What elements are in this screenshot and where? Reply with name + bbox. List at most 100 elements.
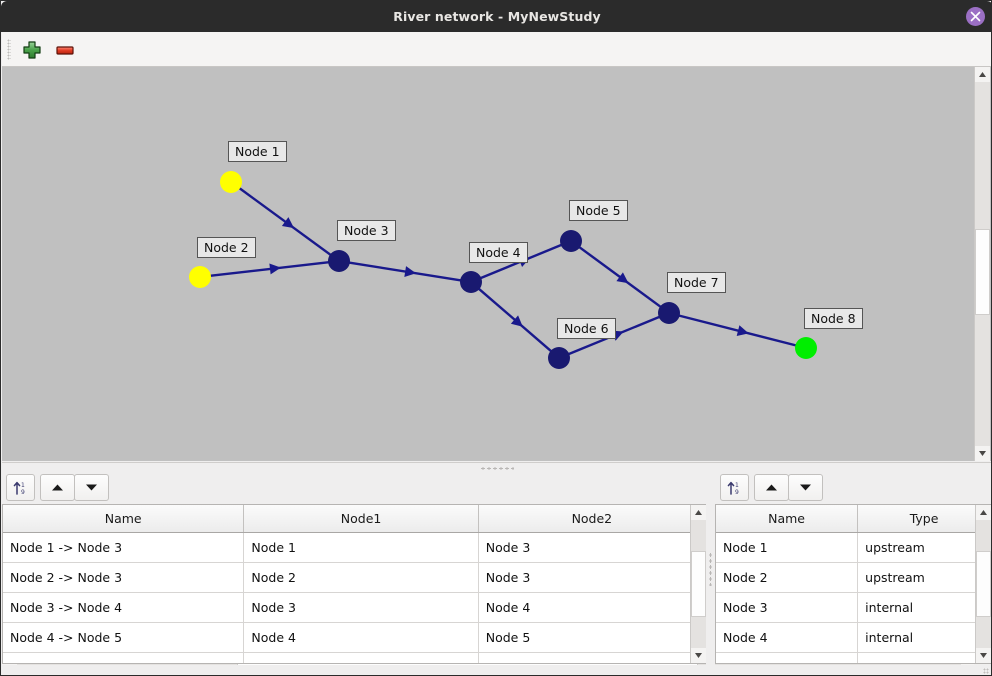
- reaches-move-down-icon[interactable]: [74, 474, 109, 501]
- table-cell[interactable]: Node 4 -> Node 5: [3, 622, 245, 653]
- delete-node-icon[interactable]: [53, 38, 77, 62]
- graph-node-label[interactable]: Node 3: [337, 220, 396, 241]
- graph-scroll-down-icon[interactable]: [975, 446, 990, 461]
- reaches-vscroll-thumb[interactable]: [691, 551, 706, 617]
- graph-edge-arrow-icon: [510, 315, 523, 327]
- column-header[interactable]: Name: [3, 505, 245, 533]
- table-cell[interactable]: internal: [857, 622, 991, 653]
- nodes-sort-icon[interactable]: 1 9: [720, 474, 749, 501]
- toolbar-grip[interactable]: [7, 39, 11, 60]
- graph-node-label[interactable]: Node 4: [469, 242, 528, 263]
- reaches-toolbar: 1 9: [2, 472, 707, 502]
- table-cell-empty[interactable]: [478, 652, 706, 663]
- table-cell[interactable]: Node 4: [243, 622, 479, 653]
- nodes-vertical-scrollbar[interactable]: [975, 505, 991, 663]
- graph-edge-arrow-icon: [281, 217, 295, 229]
- graph-node-label[interactable]: Node 5: [569, 200, 628, 221]
- vertical-splitter[interactable]: [706, 472, 715, 665]
- table-cell[interactable]: Node 1 -> Node 3: [3, 532, 245, 563]
- nodes-vscroll-thumb[interactable]: [976, 551, 991, 617]
- table-cell-empty[interactable]: [857, 652, 991, 663]
- resize-grip-icon[interactable]: [983, 668, 989, 674]
- column-header[interactable]: Name: [716, 505, 859, 533]
- add-node-icon[interactable]: [20, 38, 44, 62]
- horizontal-splitter[interactable]: [2, 462, 991, 472]
- table-row-empty[interactable]: [716, 652, 991, 663]
- table-cell-empty[interactable]: [243, 652, 479, 663]
- network-graph-canvas[interactable]: Node 1 Node 2 Node 3 Node 4 Node 5 Node 6 Node…: [2, 67, 991, 461]
- reaches-scroll-down-icon[interactable]: [691, 648, 706, 663]
- graph-edge[interactable]: [348, 261, 462, 282]
- graph-node-label[interactable]: Node 1: [228, 141, 287, 162]
- graph-node[interactable]: [189, 266, 211, 288]
- table-cell[interactable]: upstream: [857, 562, 991, 593]
- graph-node[interactable]: [795, 337, 817, 359]
- graph-node[interactable]: [220, 171, 242, 193]
- reaches-move-up-icon[interactable]: [40, 474, 75, 501]
- window-title: River network - MyNewStudy: [393, 9, 601, 24]
- close-icon[interactable]: [966, 7, 985, 26]
- table-cell[interactable]: Node 3 -> Node 4: [3, 592, 245, 623]
- nodes-scroll-down-icon[interactable]: [976, 648, 991, 663]
- table-cell[interactable]: Node 2: [243, 562, 479, 593]
- table-cell[interactable]: Node 2: [716, 562, 859, 593]
- table-cell[interactable]: Node 5: [478, 622, 706, 653]
- table-cell[interactable]: Node 3: [478, 532, 706, 563]
- graph-edge[interactable]: [238, 186, 332, 257]
- table-cell[interactable]: Node 3: [478, 562, 706, 593]
- network-graph-svg: [189, 171, 817, 369]
- column-header[interactable]: Node1: [243, 505, 479, 533]
- table-cell[interactable]: upstream: [857, 532, 991, 563]
- column-header[interactable]: Node2: [478, 505, 706, 533]
- graph-edge-arrow-icon: [269, 263, 281, 275]
- graph-scroll-up-icon[interactable]: [975, 67, 990, 82]
- table-cell[interactable]: Node 3: [716, 592, 859, 623]
- column-header[interactable]: Type: [857, 505, 991, 533]
- nodes-move-up-icon[interactable]: [754, 474, 789, 501]
- graph-node[interactable]: [460, 271, 482, 293]
- graph-node[interactable]: [560, 230, 582, 252]
- reaches-sort-icon[interactable]: 1 9: [6, 474, 35, 501]
- reaches-scroll-up-icon[interactable]: [691, 505, 706, 520]
- graph-node[interactable]: [548, 347, 570, 369]
- nodes-scroll-up-icon[interactable]: [976, 505, 991, 520]
- graph-node[interactable]: [658, 302, 680, 324]
- graph-node-label[interactable]: Node 8: [804, 308, 863, 329]
- splitter-grip-icon: [480, 467, 514, 470]
- graph-node[interactable]: [328, 250, 350, 272]
- graph-node-label[interactable]: Node 7: [667, 272, 726, 293]
- nodes-move-down-icon[interactable]: [788, 474, 823, 501]
- table-cell-empty[interactable]: [716, 652, 859, 663]
- table-cell[interactable]: Node 3: [243, 592, 479, 623]
- graph-edge[interactable]: [678, 314, 797, 347]
- table-row-empty[interactable]: [3, 652, 706, 663]
- table-cell[interactable]: internal: [857, 592, 991, 623]
- svg-text:1: 1: [21, 482, 25, 489]
- graph-vertical-scrollbar[interactable]: [974, 67, 990, 461]
- table-cell[interactable]: Node 4: [478, 592, 706, 623]
- status-filler: [2, 665, 991, 675]
- graph-node-label[interactable]: Node 6: [557, 318, 616, 339]
- table-cell[interactable]: Node 4: [716, 622, 859, 653]
- table-cell[interactable]: Node 1: [243, 532, 479, 563]
- graph-node-label[interactable]: Node 2: [197, 237, 256, 258]
- graph-edge[interactable]: [209, 260, 330, 278]
- table-cell[interactable]: Node 2 -> Node 3: [3, 562, 245, 593]
- graph-vscroll-thumb[interactable]: [975, 229, 990, 315]
- reaches-vertical-scrollbar[interactable]: [690, 505, 706, 663]
- table-cell-empty[interactable]: [3, 652, 245, 663]
- table-cell[interactable]: Node 1: [716, 532, 859, 563]
